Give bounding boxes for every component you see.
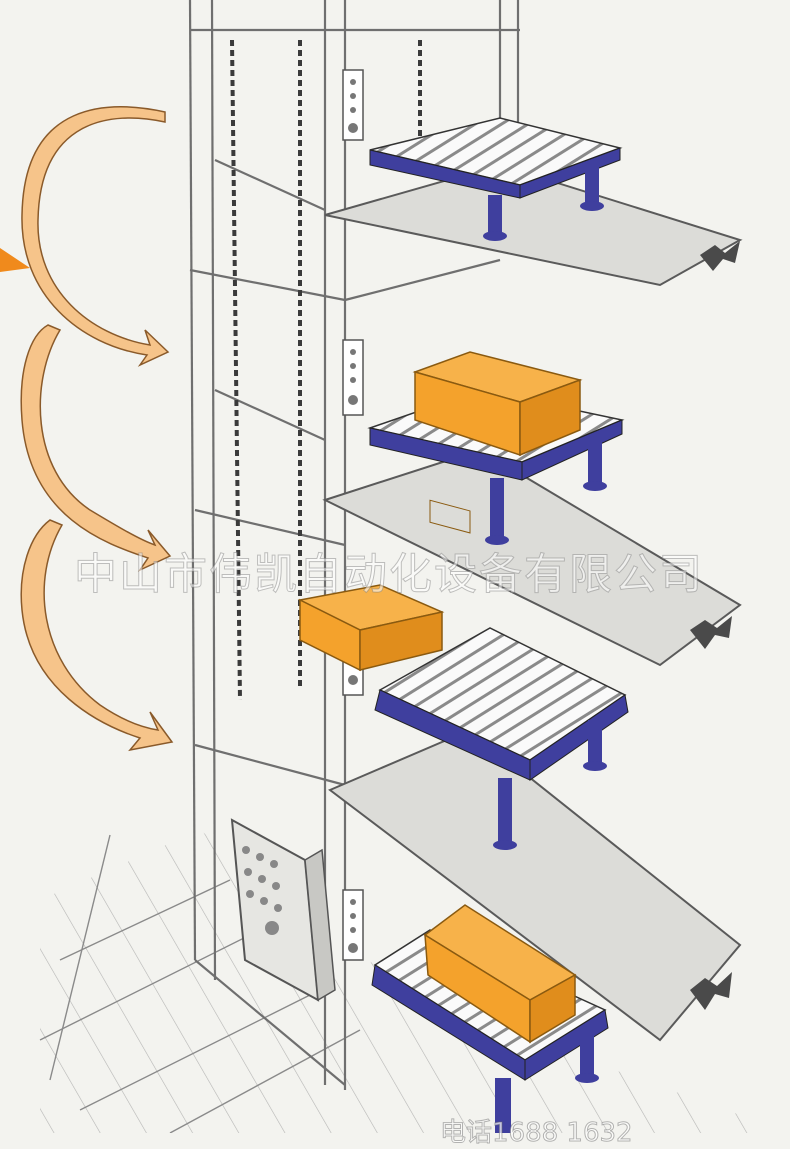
floor xyxy=(39,830,790,1133)
lift-chains xyxy=(230,39,422,701)
cargo-box-4 xyxy=(423,904,577,1044)
broken-edge-marks xyxy=(690,241,740,1010)
control-cabinet-icon xyxy=(230,818,336,1002)
phone-watermark: 电话1688 1632 xyxy=(440,1118,634,1149)
roller-conveyor-1 xyxy=(369,117,623,241)
curved-down-arrow-icon xyxy=(20,106,174,752)
triangle-right-icon xyxy=(0,248,30,272)
floor-slabs xyxy=(322,163,743,1042)
roller-conveyor-3 xyxy=(374,627,629,850)
cargo-box-lift xyxy=(297,584,445,672)
cargo-box-2 xyxy=(412,351,583,534)
